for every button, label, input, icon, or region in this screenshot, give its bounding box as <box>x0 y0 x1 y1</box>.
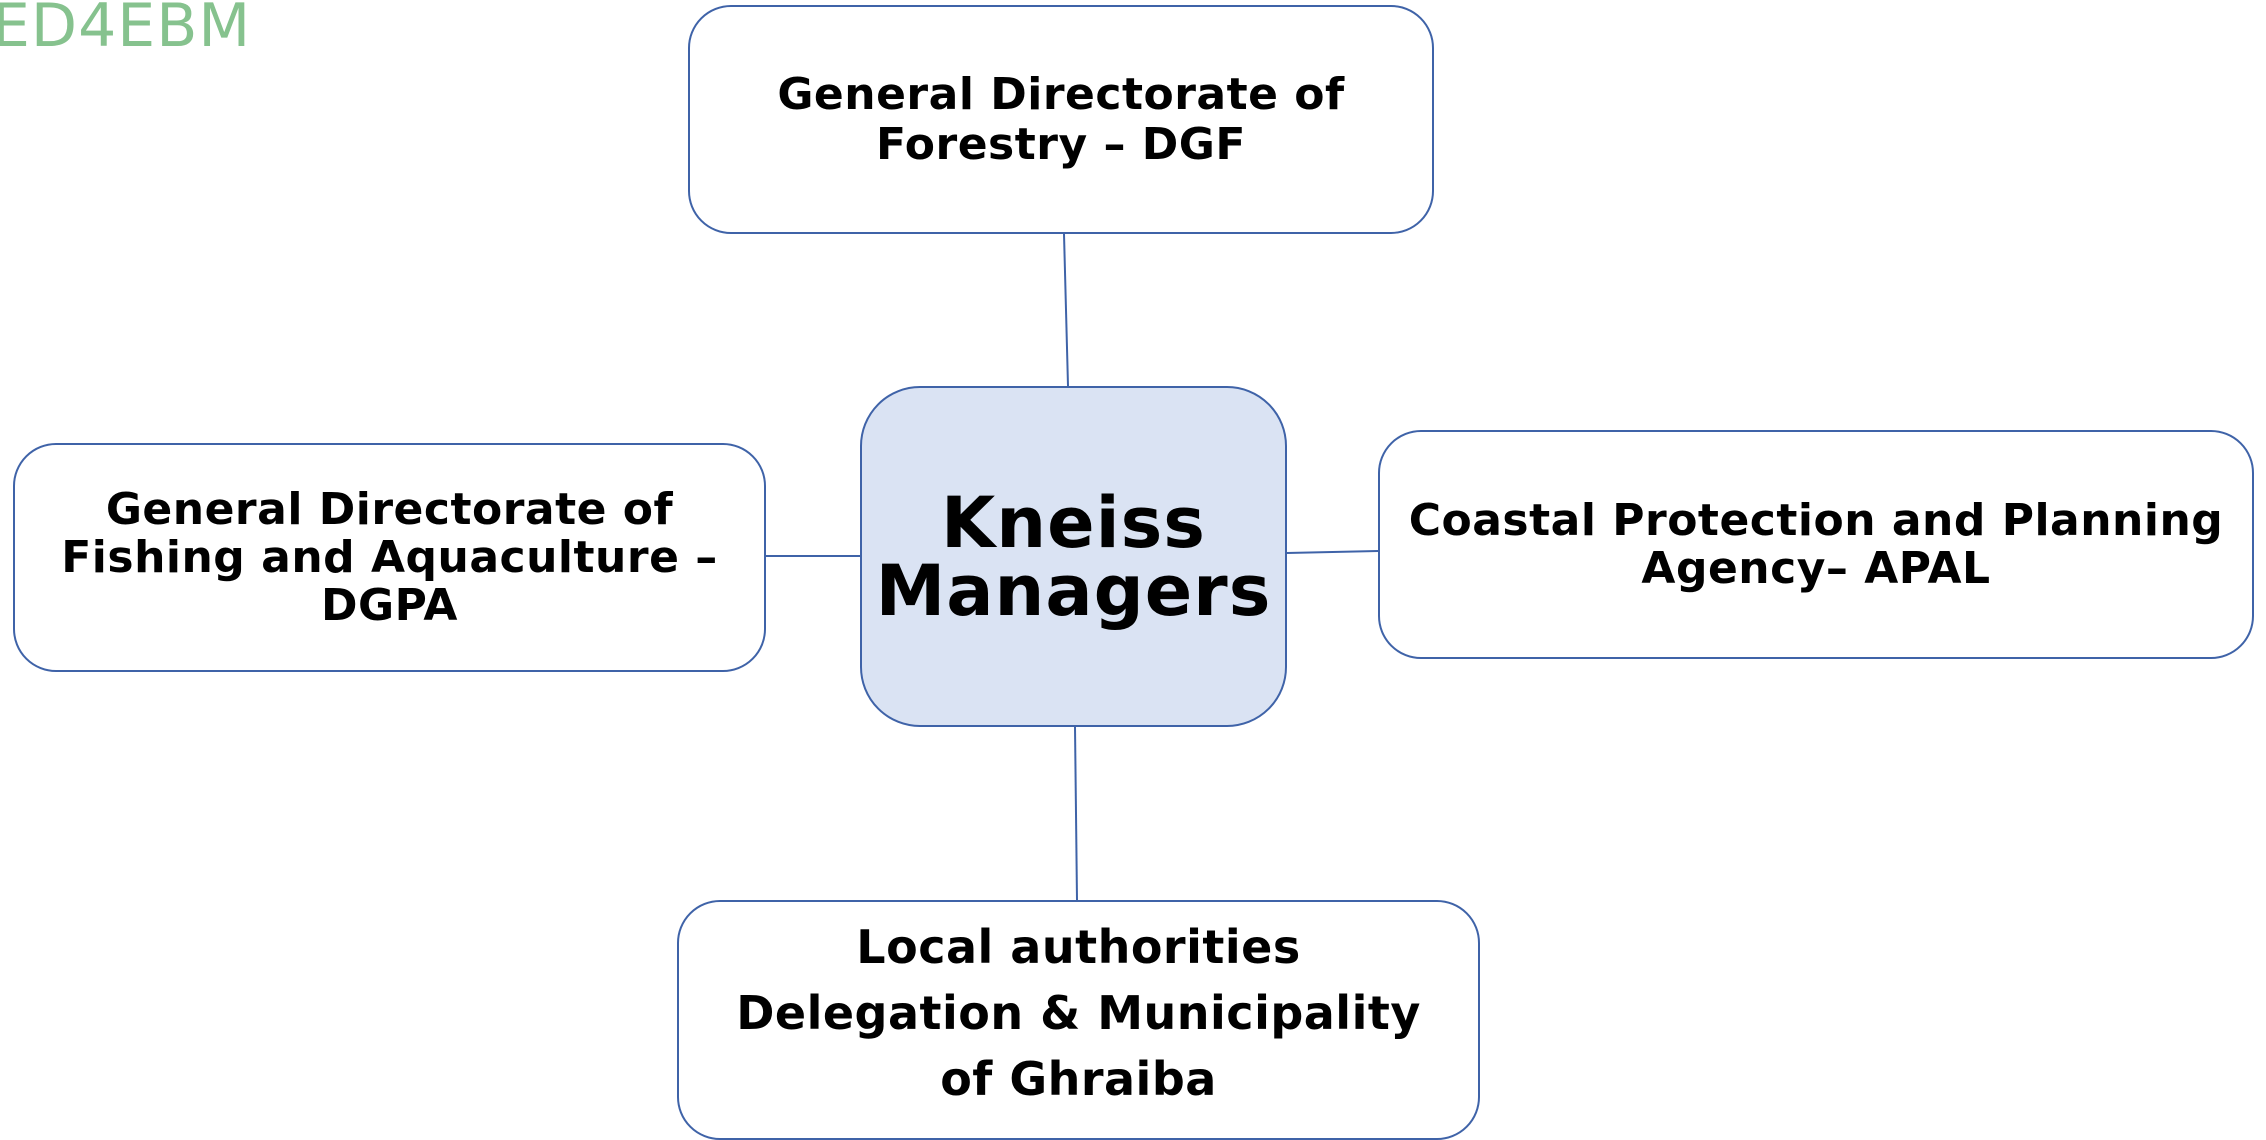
node-dgf: General Directorate of Forestry – DGF <box>688 5 1434 234</box>
node-kneiss-managers-label: Kneiss Managers <box>875 481 1272 632</box>
connector-right <box>1286 550 1379 554</box>
node-dgpa: General Directorate of Fishing and Aquac… <box>13 443 766 672</box>
node-apal-label: Coastal Protection and Planning Agency– … <box>1408 494 2224 594</box>
node-kneiss-managers: Kneiss Managers <box>860 386 1287 727</box>
node-local-authorities-label: Local authorities Delegation & Municipal… <box>736 920 1421 1106</box>
node-apal: Coastal Protection and Planning Agency– … <box>1378 430 2254 659</box>
connector-bottom <box>1074 726 1078 901</box>
node-local-authorities: Local authorities Delegation & Municipal… <box>677 900 1480 1140</box>
node-dgf-label: General Directorate of Forestry – DGF <box>777 68 1345 170</box>
watermark-logo-text: ED4EBM <box>0 0 252 61</box>
node-dgpa-label: General Directorate of Fishing and Aquac… <box>61 483 718 631</box>
connector-top <box>1063 233 1069 387</box>
